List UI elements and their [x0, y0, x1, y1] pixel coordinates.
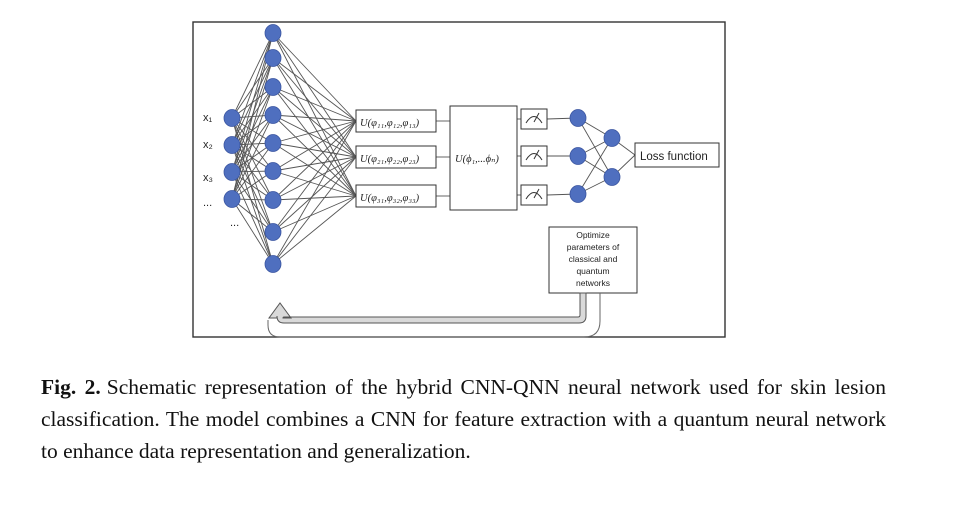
input-label-x3: x₃: [203, 172, 213, 184]
figure-diagram: x₁ x₂ x₃ ... ... U(φ₁₁,φ₁₂,φ₁₃) U(φ₂₁,φ₂…: [192, 21, 726, 338]
edge-hidden-quantum: [272, 86, 357, 122]
caption-text: Schematic representation of the hybrid C…: [41, 375, 886, 463]
hidden-node-9: [264, 255, 282, 273]
quantum-layer-box-1: [355, 109, 437, 133]
hidden-node-6: [264, 162, 282, 180]
output-node-3: [569, 185, 587, 203]
edge-output-final: [577, 137, 613, 195]
edge-hidden-quantum: [272, 57, 357, 158]
edge-hidden-quantum: [272, 32, 357, 197]
input-node-ellipsis: ...: [230, 217, 239, 229]
edge-input-hidden: [231, 142, 274, 200]
edge-hidden-quantum: [272, 120, 357, 265]
final-node-1: [603, 129, 621, 147]
input-node-1: [223, 109, 241, 127]
edge-input-hidden: [231, 86, 274, 200]
optimizer-line-1: Optimize: [576, 230, 610, 240]
measurement-gate-1: [520, 108, 548, 130]
edge-hidden-quantum: [272, 156, 357, 172]
optimizer-box: [548, 226, 638, 294]
optimizer-line-4: quantum: [576, 266, 609, 276]
quantum-layer-box-3: [355, 184, 437, 208]
loss-function-label: Loss function: [640, 151, 708, 163]
hidden-node-8: [264, 223, 282, 241]
edge-hidden-quantum: [272, 195, 357, 201]
edge-input-hidden: [231, 32, 274, 146]
edge-input-hidden: [231, 114, 274, 200]
edge-hidden-quantum: [272, 120, 357, 233]
edge-input-hidden: [231, 198, 274, 265]
optimizer-line-5: networks: [576, 278, 610, 288]
output-node-1: [569, 109, 587, 127]
edge-hidden-quantum: [272, 120, 357, 201]
network-nodes: [223, 24, 621, 273]
quantum-layer-label-3: U(φ₃₁,φ₃₂,φ₃₃): [360, 193, 420, 204]
edge-input-hidden: [231, 144, 274, 265]
edge-input-hidden: [231, 32, 274, 119]
optimizer-line-3: classical and: [569, 254, 618, 264]
edge-hidden-quantum: [272, 142, 357, 197]
hidden-node-3: [264, 78, 282, 96]
edge-hidden-quantum: [272, 170, 357, 197]
edge-hidden-quantum: [272, 120, 357, 172]
input-label-x2: x₂: [203, 139, 213, 151]
quantum-layer-label-1: U(φ₁₁,φ₁₂,φ₁₃): [360, 118, 420, 129]
hidden-node-4: [264, 106, 282, 124]
edge-hidden-quantum: [272, 32, 357, 122]
entangling-block: [449, 105, 518, 211]
edge-hidden-quantum: [272, 156, 357, 201]
optimizer-line-2: parameters of: [567, 242, 620, 252]
edge-hidden-quantum: [272, 57, 357, 122]
quantum-layer-label-2: U(φ₂₁,φ₂₂,φ₂₃): [360, 154, 420, 165]
input-node-4: [223, 190, 241, 208]
input-label-ellipsis: ...: [203, 197, 212, 209]
hidden-node-7: [264, 191, 282, 209]
input-node-3: [223, 163, 241, 181]
edge-hidden-quantum: [272, 156, 357, 233]
edge-hidden-quantum: [272, 195, 357, 233]
edge-hidden-quantum: [272, 32, 357, 158]
output-node-2: [569, 147, 587, 165]
hidden-node-2: [264, 49, 282, 67]
edge-hidden-quantum: [272, 142, 357, 158]
edge-hidden-quantum: [272, 86, 357, 197]
edge-hidden-quantum: [272, 57, 357, 197]
edge-input-hidden: [231, 171, 274, 265]
figure-caption: Fig. 2.Schematic representation of the h…: [41, 371, 886, 467]
entangling-block-label: U(ϕ₁,...ϕₙ): [455, 154, 499, 165]
edge-input-hidden: [231, 144, 274, 233]
quantum-layer-box-2: [355, 145, 437, 169]
edge-input-hidden: [231, 117, 274, 201]
edge-hidden-quantum: [272, 195, 357, 265]
edge-input-hidden: [231, 117, 274, 233]
edge-hidden-quantum: [272, 120, 357, 144]
feedback-arrow-outer: [267, 293, 601, 338]
edge-input-hidden: [231, 198, 274, 233]
feedback-arrow: [268, 292, 587, 324]
final-node-2: [603, 168, 621, 186]
caption-label: Fig. 2.: [41, 375, 101, 399]
input-node-2: [223, 136, 241, 154]
edge-hidden-quantum: [272, 114, 357, 158]
measurement-gate-2: [520, 145, 548, 167]
measurement-gate-3: [520, 184, 548, 206]
hidden-node-1: [264, 24, 282, 42]
edge-hidden-quantum: [272, 114, 357, 197]
input-label-x1: x₁: [203, 112, 213, 124]
hidden-node-5: [264, 134, 282, 152]
edge-input-hidden: [231, 171, 274, 233]
loss-function-box: [634, 142, 720, 168]
edge-hidden-quantum: [272, 156, 357, 265]
edge-hidden-quantum: [272, 114, 357, 122]
